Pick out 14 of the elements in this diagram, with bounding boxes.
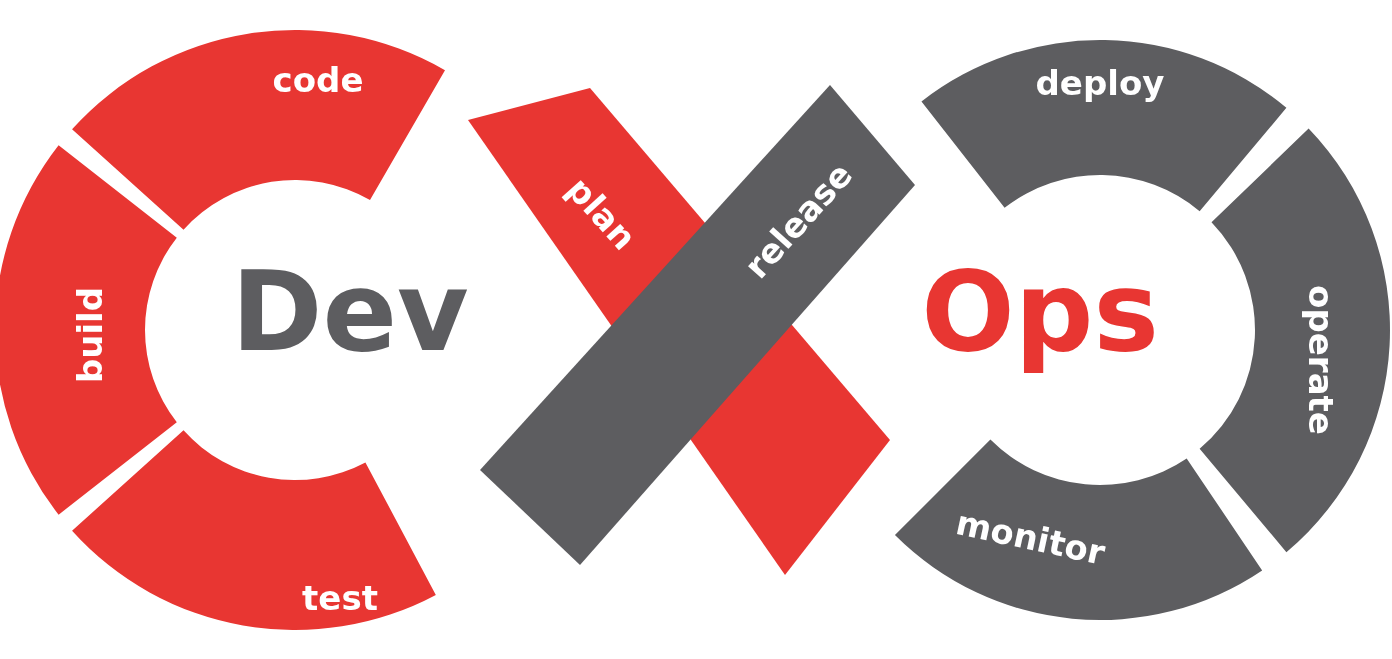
arrow-segment [921, 40, 1287, 212]
arrow-segment [1199, 128, 1390, 553]
segment-label: build [69, 286, 110, 384]
segment-label: test [302, 577, 378, 618]
arrow-segment [72, 30, 445, 230]
center-heading: Ops [921, 248, 1159, 377]
arrow-segment [72, 430, 436, 630]
arrow-segment [894, 439, 1263, 620]
segment-label: code [272, 59, 364, 100]
segment-label: monitor [952, 502, 1109, 573]
segment-label: operate [1300, 285, 1341, 435]
segment-label: deploy [1035, 62, 1165, 103]
center-heading: Dev [231, 248, 469, 377]
arrow-segment [0, 145, 177, 515]
